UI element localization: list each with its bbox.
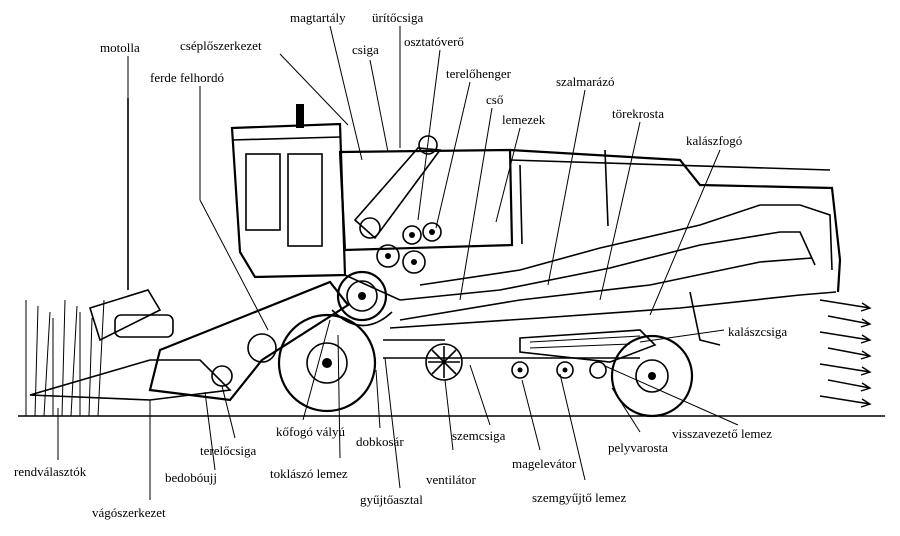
straw-arrow xyxy=(827,347,872,360)
feeder-house xyxy=(148,280,350,402)
rollers xyxy=(376,222,442,274)
label-torekrosta: törekrosta xyxy=(612,106,664,121)
grain-elevator xyxy=(353,135,442,240)
label-szalmarazo: szalmarázó xyxy=(556,74,614,89)
crop-stalk xyxy=(97,299,105,417)
straw-discharge xyxy=(819,299,872,408)
ventilator-fan xyxy=(425,343,463,381)
straw-arrow xyxy=(827,379,872,392)
crop-stalk xyxy=(88,317,93,417)
label-toklaszo-lemez: toklászó lemez xyxy=(270,466,348,481)
label-lemezek: lemezek xyxy=(502,112,546,127)
label-terelohenger: terelőhenger xyxy=(446,66,512,81)
crop-stalk xyxy=(43,311,51,417)
cutter-header xyxy=(29,359,232,401)
label-vagoszerkezet: vágószerkezet xyxy=(92,505,166,520)
label-visszavezeto-lemez: visszavezető lemez xyxy=(672,426,772,441)
front-wheel xyxy=(277,313,377,413)
crop-stalks xyxy=(25,299,105,417)
straw-arrow xyxy=(827,315,872,328)
crop-stalk xyxy=(61,299,66,417)
label-bedobouji: bedobóujj xyxy=(165,470,217,485)
label-magelevator: magelevátor xyxy=(512,456,577,471)
cab xyxy=(230,104,347,279)
label-csiga: csiga xyxy=(352,42,379,57)
labels: motolla ferde felhordó cséplőszerkezet m… xyxy=(14,10,787,520)
machine-body xyxy=(338,148,842,363)
label-kofogo-valyu: kőfogó vályú xyxy=(276,424,345,439)
crop-stalk xyxy=(70,305,78,417)
label-cseploszerkezet: cséplőszerkezet xyxy=(180,38,262,53)
label-szemcsiga: szemcsiga xyxy=(452,428,506,443)
crop-stalk xyxy=(34,305,39,417)
label-terelocsiga: terelőcsiga xyxy=(200,443,257,458)
label-cso: cső xyxy=(486,92,503,107)
small-rollers xyxy=(211,361,607,387)
label-kalaszcsiga: kalászcsiga xyxy=(728,324,787,339)
straw-arrow xyxy=(819,395,872,408)
label-magtartaly: magtartály xyxy=(290,10,346,25)
label-ventilator: ventilátor xyxy=(426,472,476,487)
straw-arrow xyxy=(819,363,872,376)
label-rendvalasztok: rendválasztók xyxy=(14,464,87,479)
label-osztatovero: osztatóverő xyxy=(404,34,464,49)
threshing-drum xyxy=(331,270,393,327)
label-pelyvarosta: pelyvarosta xyxy=(608,440,668,455)
rear-wheel xyxy=(610,334,694,418)
straw-arrow xyxy=(819,299,872,312)
label-motolla: motolla xyxy=(100,40,140,55)
straw-arrow xyxy=(819,331,872,344)
label-szemgyujto-lemez: szemgyűjtő lemez xyxy=(532,490,626,505)
label-gyujtoasztal: gyűjtőasztal xyxy=(360,492,423,507)
label-ferde-felhordo: ferde felhordó xyxy=(150,70,224,85)
label-dobkosar: dobkosár xyxy=(356,434,404,449)
reel xyxy=(88,98,174,342)
label-uritocsiga: ürítőcsiga xyxy=(372,10,423,25)
leader-lines xyxy=(57,25,739,500)
label-kalaszfogo: kalászfogó xyxy=(686,133,742,148)
